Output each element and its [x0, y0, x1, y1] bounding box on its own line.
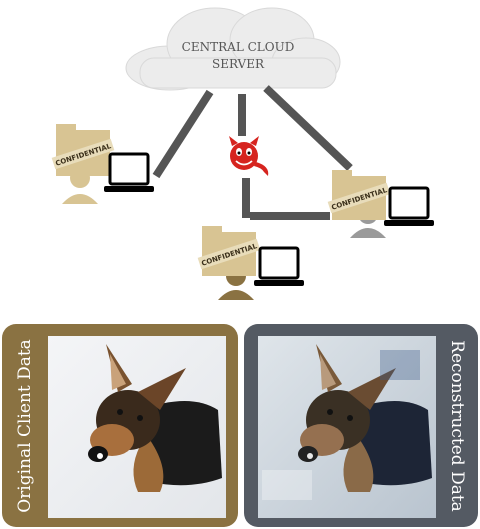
dog-photo	[48, 336, 226, 518]
connector-lines	[152, 85, 353, 220]
folder-icon: CONFIDENTIAL	[327, 170, 391, 220]
cloud-label-line1: CENTRAL CLOUD	[182, 40, 295, 54]
original-data-panel: Original Client Data	[2, 324, 238, 527]
laptop-icon	[384, 186, 434, 226]
reconstructed-data-panel: Reconstructed Data	[244, 324, 478, 527]
client-bottom: CONFIDENTIAL	[197, 226, 304, 300]
folder-icon: CONFIDENTIAL	[197, 226, 261, 276]
folder-icon: CONFIDENTIAL	[51, 124, 115, 176]
cloud-label-line2: SERVER	[212, 57, 265, 71]
client-top-left: CONFIDENTIAL	[51, 124, 154, 204]
cloud-server: CENTRAL CLOUD SERVER	[125, 7, 341, 91]
original-data-label: Original Client Data	[15, 339, 35, 513]
client-right: CONFIDENTIAL	[327, 170, 434, 238]
dog-photo-reconstructed	[258, 336, 436, 518]
laptop-icon	[104, 152, 154, 192]
attacker-devil-icon	[229, 136, 269, 176]
cloud-icon	[125, 7, 341, 91]
laptop-icon	[254, 246, 304, 286]
reconstructed-data-label: Reconstructed Data	[447, 340, 467, 512]
